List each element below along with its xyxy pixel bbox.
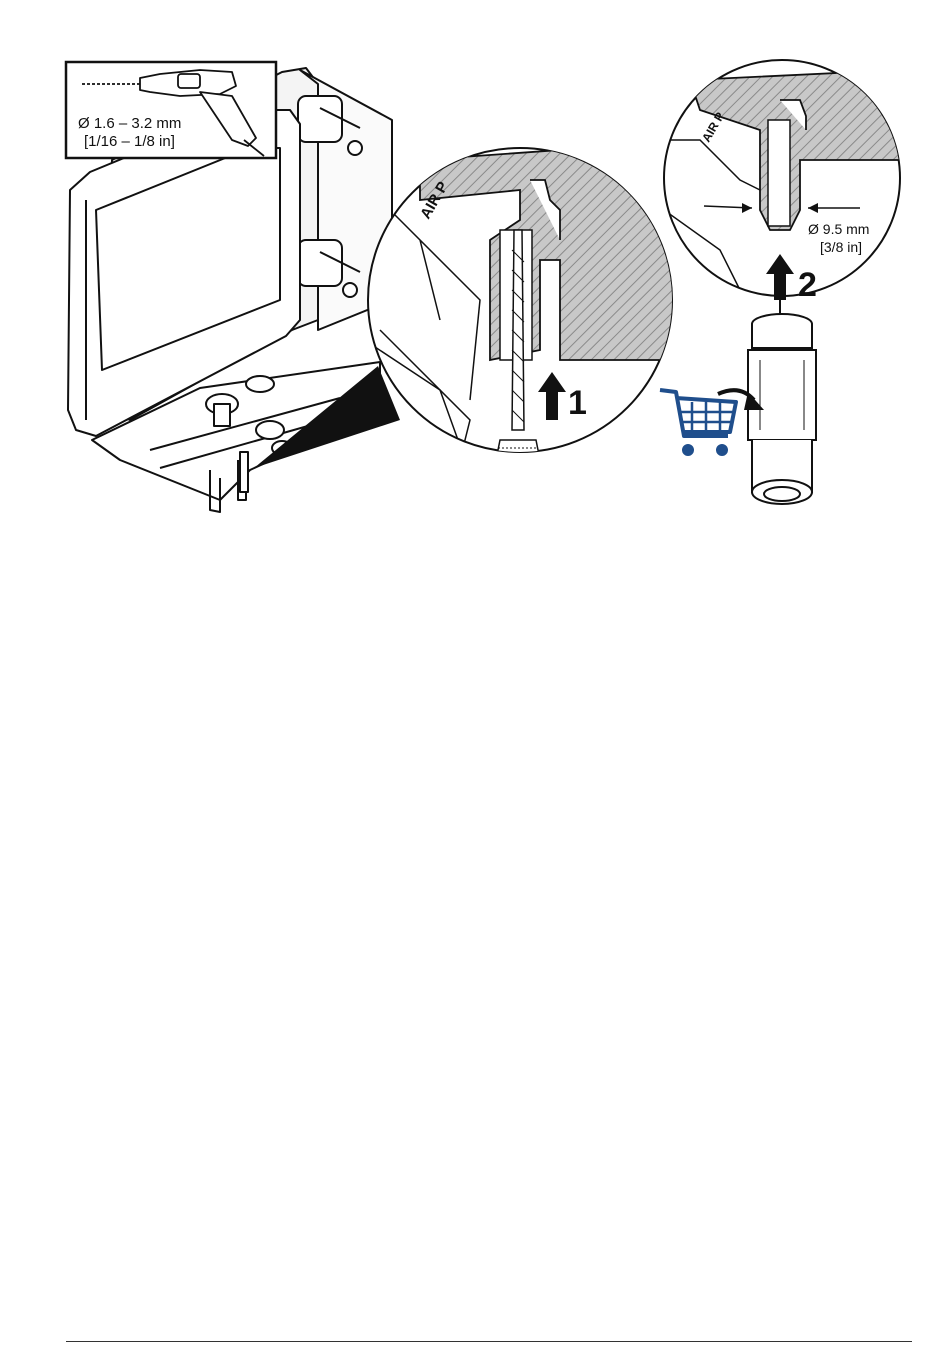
hole-size-mm: Ø 9.5 mm bbox=[808, 222, 869, 236]
step-1-label: 1 bbox=[568, 386, 587, 420]
hole-size-in: [3/8 in] bbox=[820, 240, 862, 254]
step2-detail bbox=[664, 60, 900, 316]
step-2-label: 2 bbox=[798, 268, 817, 302]
footer-rule bbox=[66, 1341, 912, 1342]
drill-size-mm: Ø 1.6 – 3.2 mm bbox=[78, 116, 181, 131]
installation-figure: Ø 1.6 – 3.2 mm [1/16 – 1/8 in] Ø 9.5 mm … bbox=[0, 0, 950, 540]
step1-detail bbox=[368, 130, 700, 460]
drill-size-in: [1/16 – 1/8 in] bbox=[84, 134, 175, 149]
shopping-cart-icon bbox=[660, 390, 736, 454]
